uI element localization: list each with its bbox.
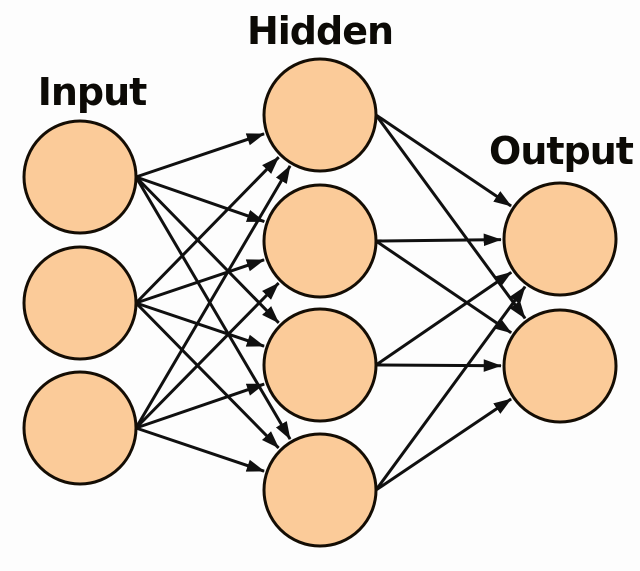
edge-hidden3-to-output2	[375, 359, 502, 372]
edge-hidden1-to-output1	[375, 113, 512, 208]
edge-input3-to-hidden3	[135, 382, 265, 430]
edge-input3-to-hidden4	[135, 426, 265, 473]
edge-input1-to-hidden3	[134, 175, 280, 324]
nodes-group	[22, 57, 618, 548]
hidden-node-4	[262, 432, 378, 548]
output-node-2	[502, 308, 618, 424]
edge-input1-to-hidden1	[135, 132, 265, 179]
input-node-2	[22, 245, 138, 361]
hidden-node-3	[262, 307, 378, 423]
edge-hidden3-to-output1	[375, 271, 513, 367]
edge-input3-to-hidden1	[134, 165, 292, 429]
output-node-1	[502, 181, 618, 297]
hidden-node-1	[262, 57, 378, 173]
edge-hidden4-to-output2	[375, 397, 512, 492]
input-layer-label: Input	[37, 70, 148, 114]
edges-group	[134, 113, 527, 492]
edge-hidden4-to-output1	[374, 285, 527, 491]
edge-input2-to-hidden4	[134, 301, 280, 449]
hidden-node-2	[262, 183, 378, 299]
edge-hidden2-to-output2	[375, 239, 513, 335]
edge-input3-to-hidden2	[134, 282, 280, 430]
edge-hidden2-to-output1	[375, 233, 502, 247]
edge-input2-to-hidden3	[135, 301, 265, 348]
input-node-1	[22, 119, 138, 235]
output-layer-label: Output	[489, 129, 634, 173]
edge-input2-to-hidden1	[134, 156, 280, 305]
input-node-3	[22, 370, 138, 486]
edge-input2-to-hidden2	[135, 258, 265, 305]
hidden-layer-label: Hidden	[246, 9, 394, 53]
edge-input1-to-hidden2	[135, 175, 265, 224]
edge-input1-to-hidden4	[134, 176, 292, 440]
